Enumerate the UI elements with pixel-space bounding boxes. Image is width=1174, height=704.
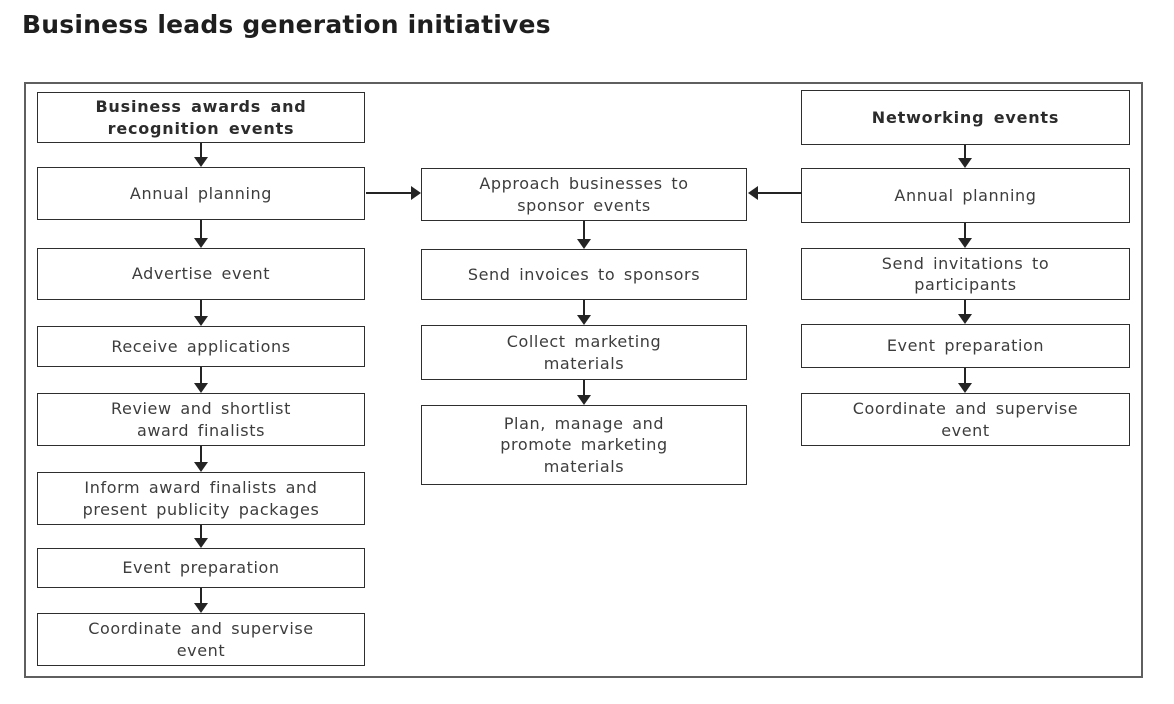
node-networking-event-preparation: Event preparation (801, 324, 1130, 368)
node-networking-events-header: Networking events (801, 90, 1130, 145)
arrow-down-icon (194, 143, 208, 167)
arrow-down-icon (194, 525, 208, 548)
arrow-down-icon (958, 145, 972, 168)
node-collect-marketing-materials: Collect marketing materials (421, 325, 747, 380)
page-title: Business leads generation initiatives (22, 10, 551, 39)
arrow-left-icon (748, 186, 802, 200)
node-awards-annual-planning: Annual planning (37, 167, 365, 220)
node-receive-applications: Receive applications (37, 326, 365, 367)
arrow-down-icon (577, 380, 591, 405)
arrow-down-icon (958, 223, 972, 248)
arrow-down-icon (194, 220, 208, 248)
arrow-down-icon (958, 300, 972, 324)
node-awards-coordinate-supervise: Coordinate and supervise event (37, 613, 365, 666)
node-approach-businesses: Approach businesses to sponsor events (421, 168, 747, 221)
arrow-down-icon (958, 368, 972, 393)
node-awards-event-preparation: Event preparation (37, 548, 365, 588)
node-inform-award-finalists: Inform award finalists and present publi… (37, 472, 365, 525)
node-send-invitations: Send invitations to participants (801, 248, 1130, 300)
arrow-down-icon (194, 300, 208, 326)
arrow-down-icon (577, 221, 591, 249)
node-business-awards-header: Business awards and recognition events (37, 92, 365, 143)
node-plan-manage-promote: Plan, manage and promote marketing mater… (421, 405, 747, 485)
arrow-down-icon (194, 367, 208, 393)
node-advertise-event: Advertise event (37, 248, 365, 300)
node-send-invoices: Send invoices to sponsors (421, 249, 747, 300)
arrow-down-icon (194, 446, 208, 472)
node-networking-coordinate-supervise: Coordinate and supervise event (801, 393, 1130, 446)
arrow-down-icon (194, 588, 208, 613)
node-networking-annual-planning: Annual planning (801, 168, 1130, 223)
arrow-right-icon (366, 186, 421, 200)
node-review-shortlist-finalists: Review and shortlist award finalists (37, 393, 365, 446)
arrow-down-icon (577, 300, 591, 325)
